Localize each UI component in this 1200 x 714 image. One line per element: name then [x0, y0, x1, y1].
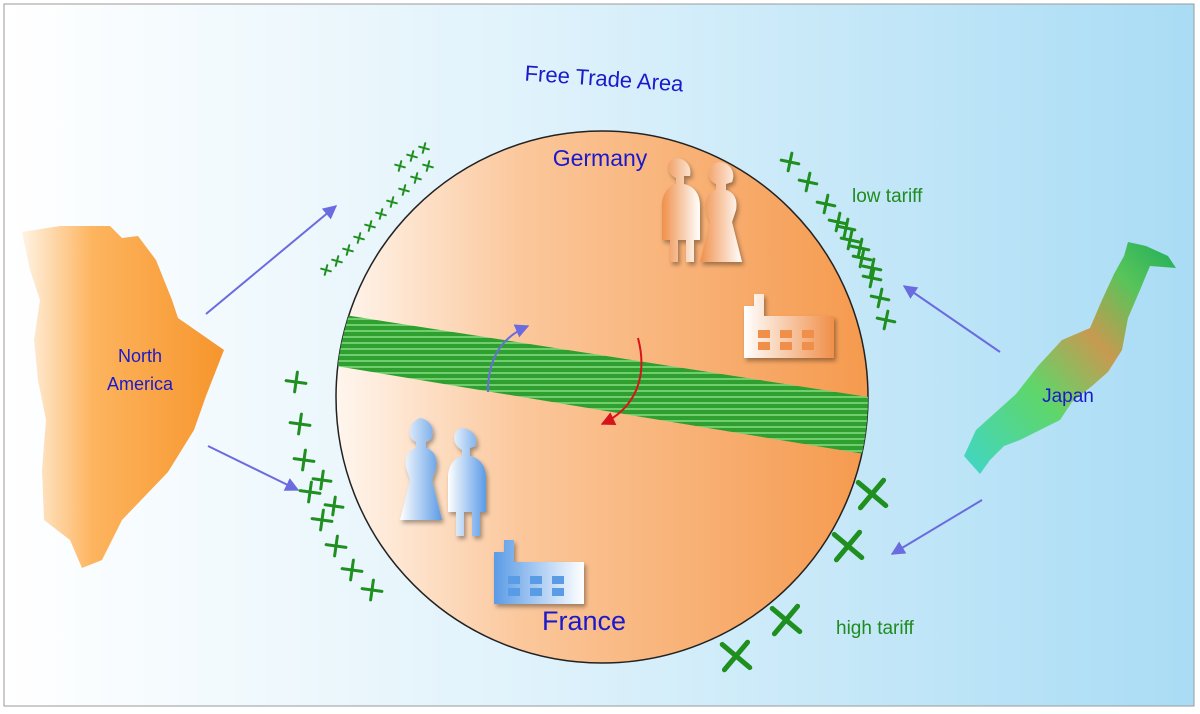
japan-map-shape	[964, 242, 1176, 474]
tariff-mark-na-upper	[331, 255, 343, 267]
tariff-mark-low	[851, 247, 873, 269]
tariff-mark-na-upper	[364, 220, 376, 232]
person-man-icon-france	[448, 428, 486, 536]
tariff-mark-na-lower	[298, 480, 322, 504]
tariff-mark-low	[827, 211, 849, 233]
tariff-mark-na-lower	[292, 448, 316, 472]
tariff-mark-low	[815, 193, 837, 215]
tariff-mark-high	[719, 639, 753, 673]
tariff-mark-na-lower	[324, 534, 348, 558]
tariff-mark-na-lower	[310, 508, 334, 532]
north-america-label-line1: North	[118, 346, 162, 366]
high-tariff-label: high tariff	[836, 618, 915, 639]
tariff-mark-low	[835, 217, 857, 239]
germany-label: Germany	[553, 145, 648, 171]
tariff-mark-high	[855, 477, 889, 511]
arrow-car-france-to-germany	[487, 324, 530, 393]
germany-factory-icon	[744, 294, 834, 358]
tariff-mark-na-upper	[342, 244, 354, 256]
tariff-mark-low	[839, 229, 861, 251]
tariff-mark-na-upper	[353, 232, 365, 244]
tariff-mark-na-upper	[418, 142, 430, 154]
tariff-mark-low	[797, 171, 819, 193]
tariff-mark-na-lower	[323, 495, 345, 517]
tariff-mark-na-upper	[410, 172, 422, 184]
tariff-mark-na-lower	[288, 412, 312, 436]
france-factory-icon	[494, 540, 584, 604]
tariff-mark-low	[875, 309, 897, 331]
tariff-marks	[284, 142, 897, 673]
person-woman-icon-france	[400, 418, 442, 520]
tariff-mark-na-upper	[320, 264, 332, 276]
north-america-label-line2: America	[107, 374, 174, 394]
arrow-na-to-germany	[205, 205, 338, 315]
tariff-mark-high	[831, 529, 865, 563]
tariff-mark-low	[861, 267, 883, 289]
tariff-mark-na-upper	[398, 184, 410, 196]
tariff-mark-na-upper	[406, 150, 418, 162]
tariff-mark-na-upper	[386, 196, 398, 208]
japan-label: Japan	[1042, 386, 1094, 407]
tariff-mark-na-lower	[360, 578, 384, 602]
tariff-mark-na-lower	[284, 370, 308, 394]
tariff-mark-na-lower	[311, 469, 333, 491]
arrow-japan-high-tariff	[890, 499, 983, 555]
arrow-pie-germany-to-france	[600, 337, 643, 425]
north-america-map-shape	[22, 226, 224, 568]
tariff-mark-na-upper	[394, 160, 406, 172]
arrow-japan-low-tariff	[902, 285, 1001, 353]
tariff-mark-na-upper	[375, 208, 387, 220]
france-people-icon	[400, 418, 486, 536]
tariff-mark-low	[779, 151, 801, 173]
tariff-mark-na-lower	[340, 558, 364, 582]
border-band	[336, 308, 868, 460]
arrow-na-to-france	[207, 445, 300, 491]
tariff-mark-low	[861, 257, 883, 279]
france-label: France	[542, 606, 626, 636]
germany-people-icon	[662, 158, 742, 262]
person-woman-icon	[700, 162, 742, 262]
tariff-mark-low	[869, 287, 891, 309]
tariff-mark-low	[849, 237, 871, 259]
person-man-icon	[662, 158, 700, 262]
tariff-mark-na-upper	[422, 160, 434, 172]
tariff-mark-high	[769, 603, 803, 637]
low-tariff-label: low tariff	[852, 186, 923, 207]
